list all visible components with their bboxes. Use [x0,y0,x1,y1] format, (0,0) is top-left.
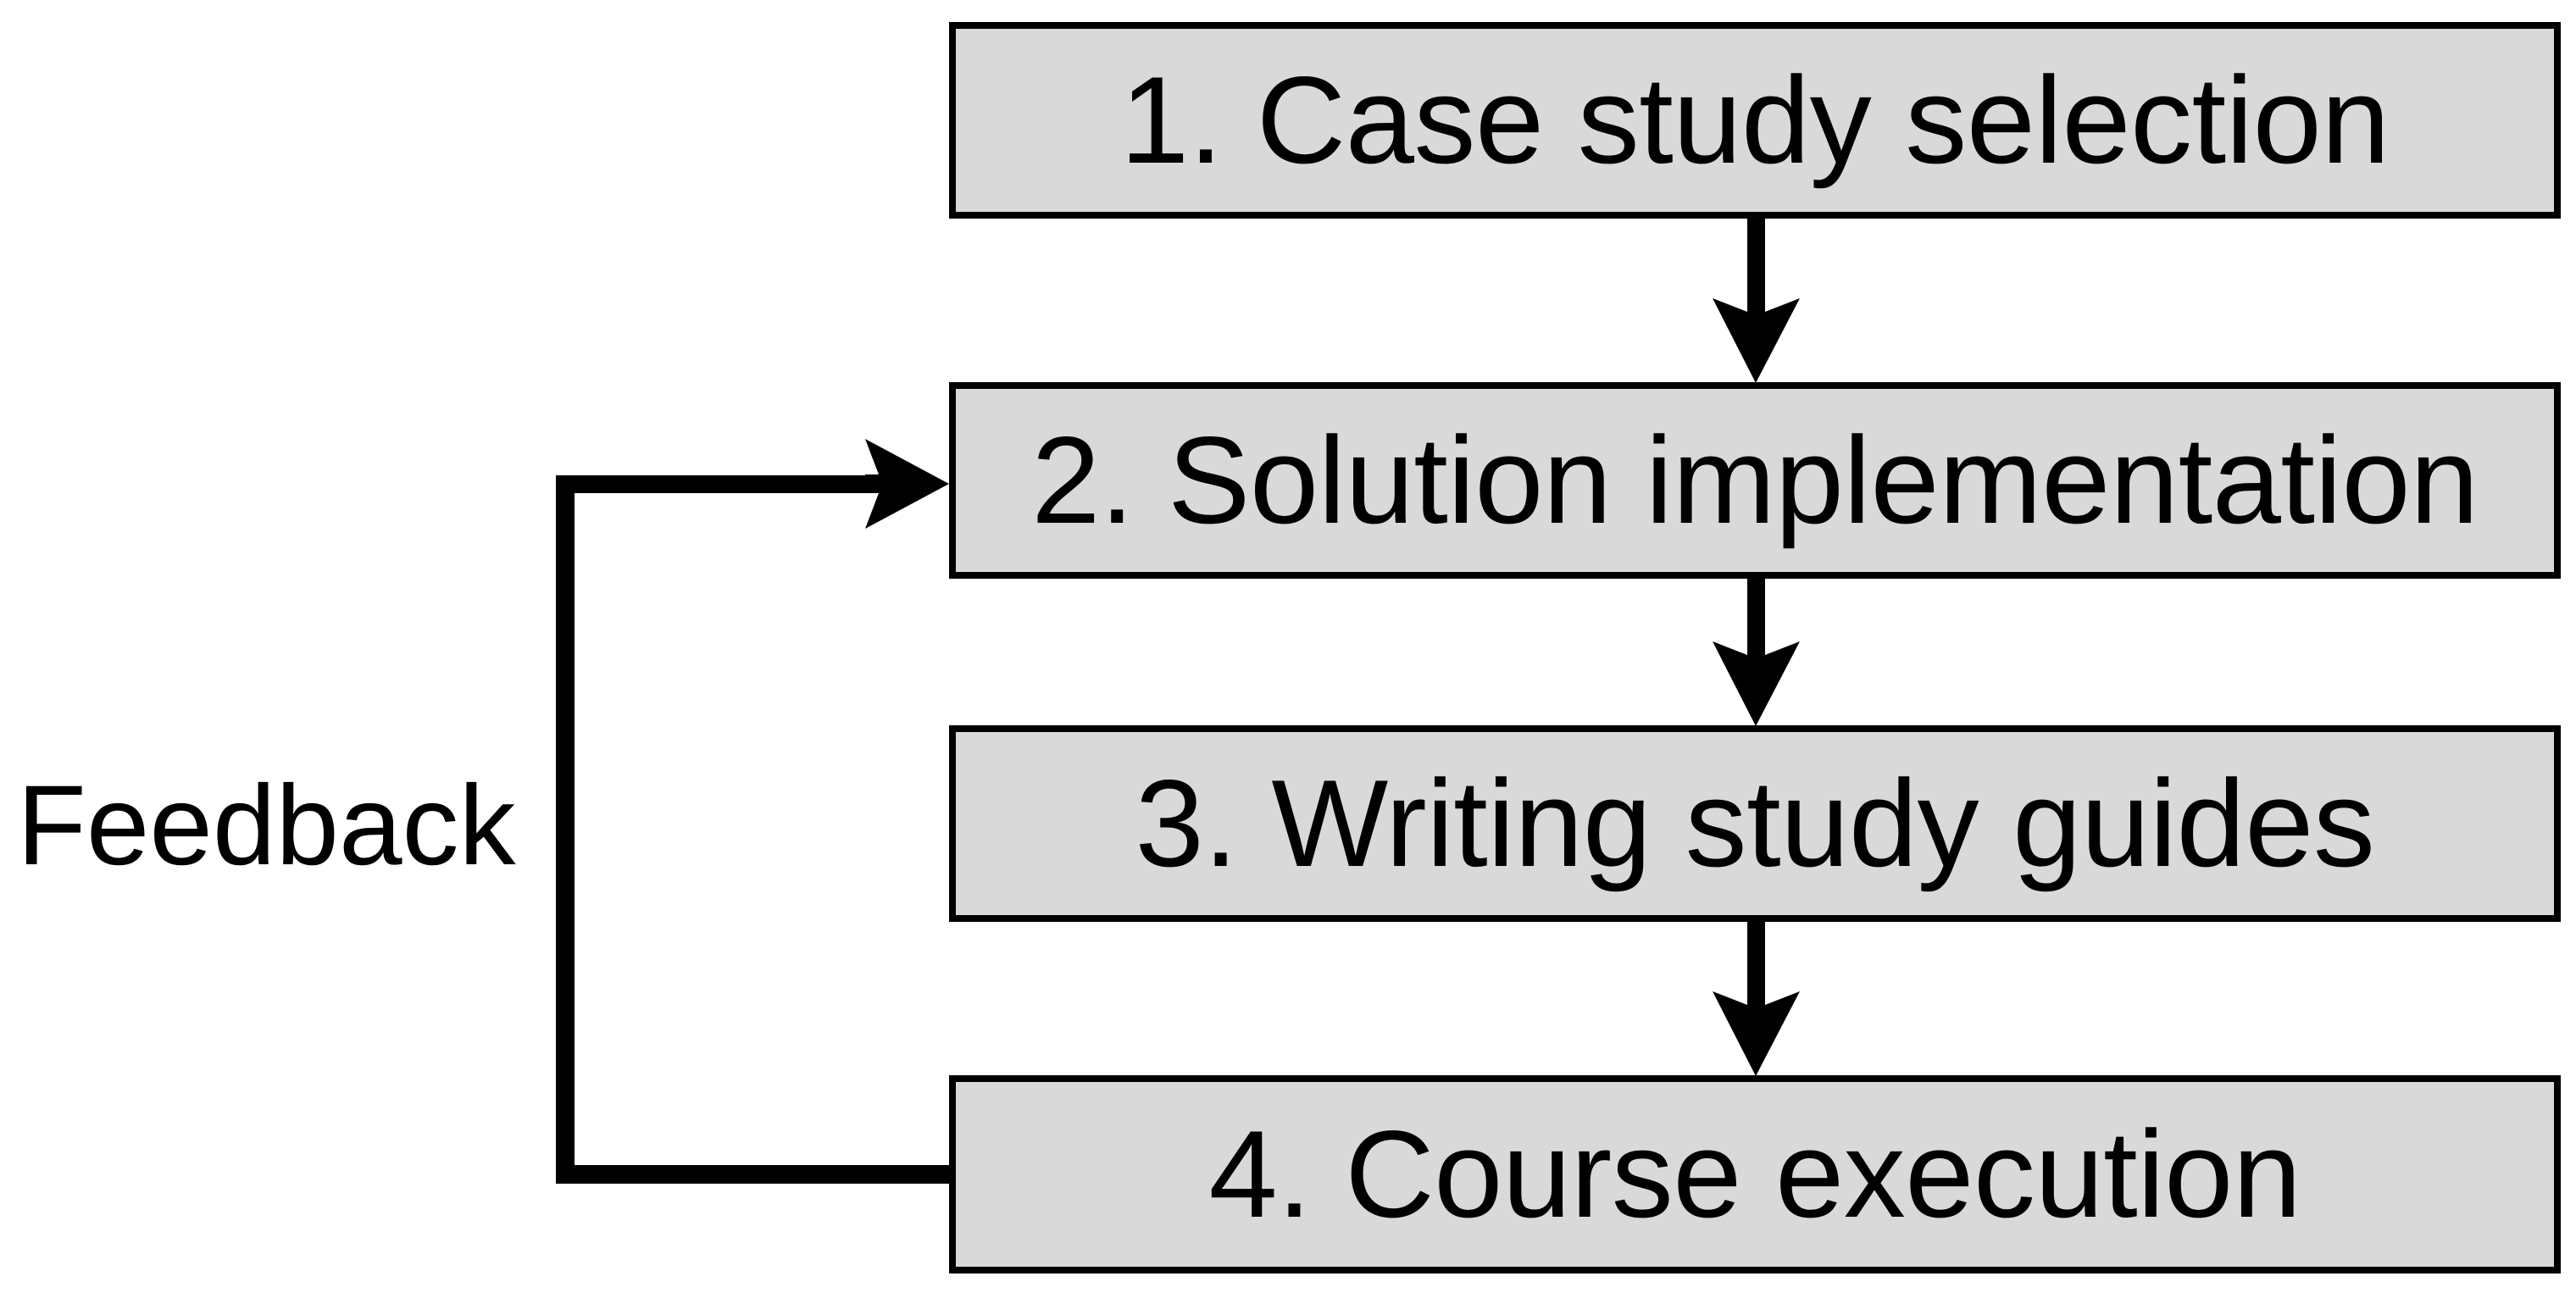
process-node-label: 2. Solution implementation [1031,411,2479,549]
process-node-course-execution[interactable]: 4. Course execution [949,1075,2561,1273]
arrow-feedback-loop [556,439,953,1184]
process-node-label: 3. Writing study guides [1135,754,2375,892]
arrow-step1-to-step2 [1713,219,1800,383]
process-node-label: 1. Case study selection [1120,51,2390,189]
arrow-step3-to-step4 [1713,922,1800,1076]
arrow-step2-to-step3 [1713,579,1800,726]
process-node-label: 4. Course execution [1208,1105,2301,1243]
process-node-case-study-selection[interactable]: 1. Case study selection [949,22,2561,219]
process-node-solution-implementation[interactable]: 2. Solution implementation [949,382,2561,579]
feedback-edge-label: Feedback [17,763,516,889]
process-node-writing-study-guides[interactable]: 3. Writing study guides [949,725,2561,922]
